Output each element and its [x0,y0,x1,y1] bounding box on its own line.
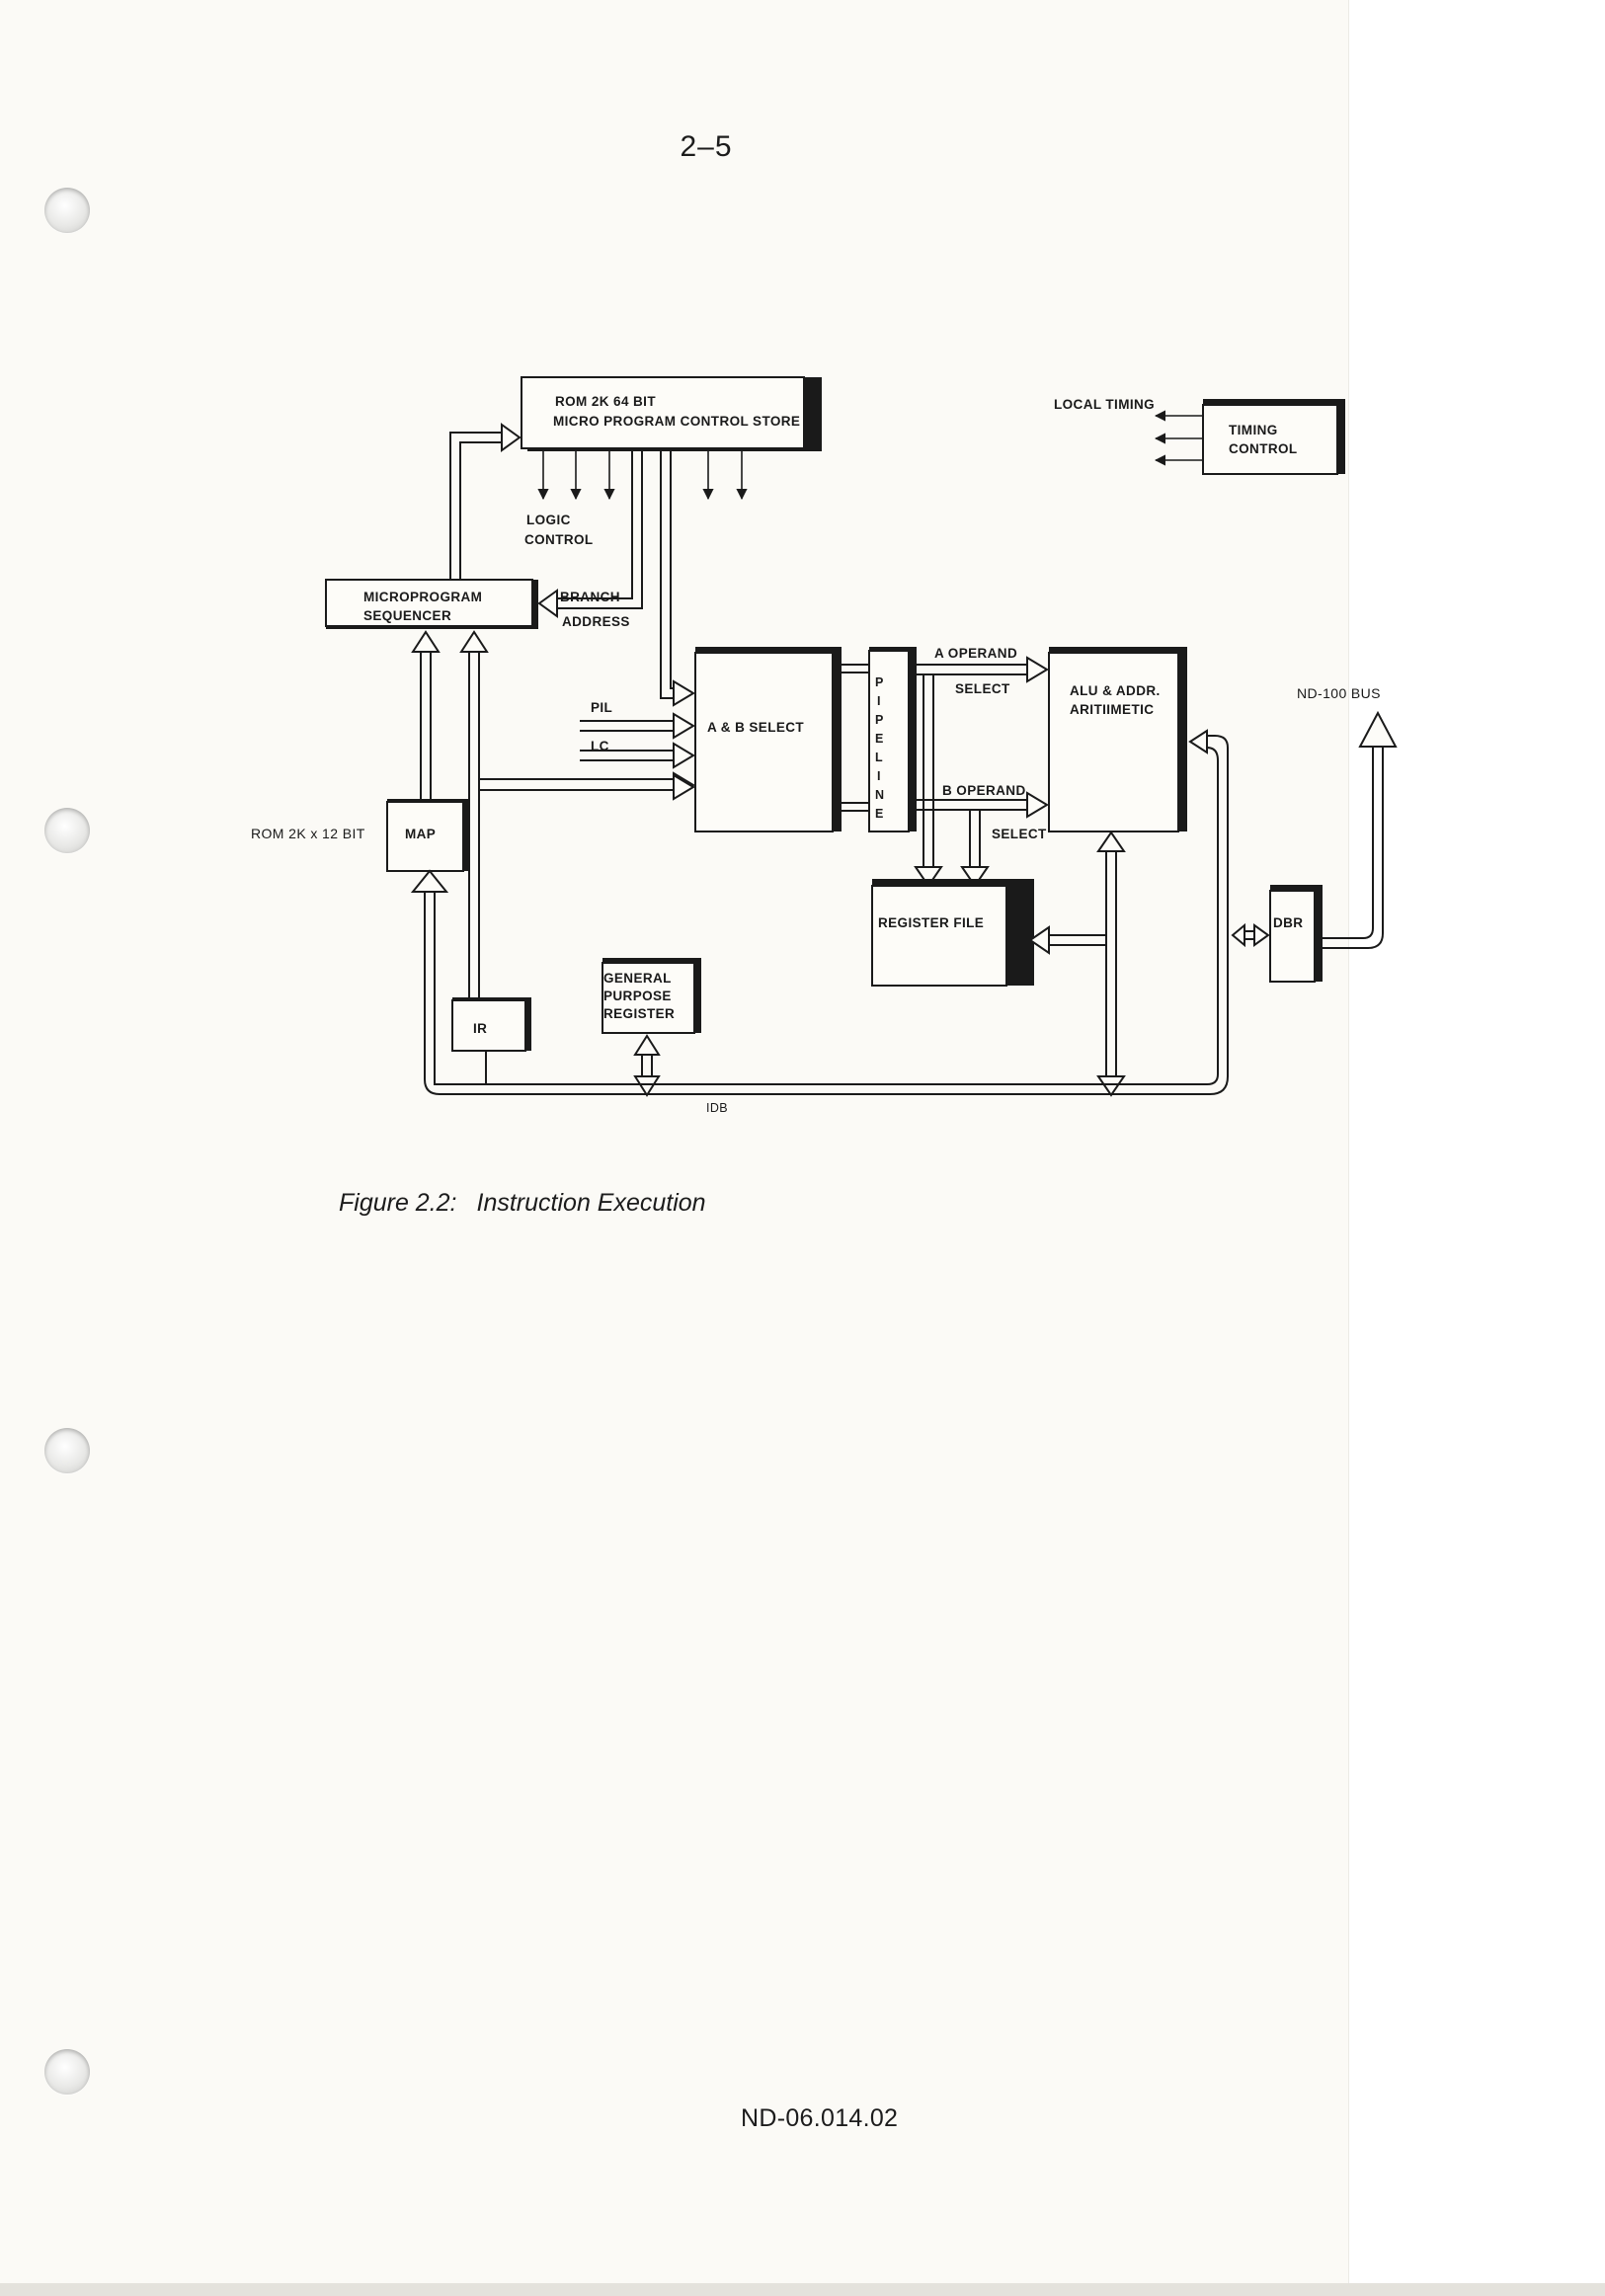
page-bottom-edge [0,2283,1605,2296]
pipeline-letter: E [875,807,884,821]
punch-hole [44,2049,90,2095]
sequencer-label-2: SEQUENCER [363,608,451,623]
ir-feedback-path [459,630,695,997]
rom-control-store-label-2: MICRO PROGRAM CONTROL STORE [553,414,800,429]
sequencer-to-rom-path [449,423,522,580]
dbr-link [1231,922,1270,948]
b-operand-label: B OPERAND [942,783,1026,798]
local-timing-arrows [1154,410,1203,466]
logic-control-arrows [537,449,748,501]
pil-label: PIL [591,700,612,715]
logic-control-label-1: LOGIC [526,513,571,527]
timing-control-block: TIMING CONTROL [1202,399,1345,475]
map-to-sequencer-path [411,630,441,802]
idb-label: IDB [706,1101,728,1115]
rom-control-store-label-1: ROM 2K 64 BIT [555,394,656,409]
pipeline-letter: P [875,675,884,689]
pipeline-letter: N [875,788,884,802]
punch-hole [44,808,90,853]
ab-to-pipeline-buses [842,664,869,812]
dbr-label: DBR [1273,915,1303,930]
page-right-margin [1348,0,1605,2296]
map-block: MAP [386,799,470,872]
figure-number: Figure 2.2: [339,1189,457,1217]
sequencer-label-1: MICROPROGRAM [363,590,482,604]
ab-select-block: A & B SELECT [694,647,842,832]
pipeline-letter: P [875,713,884,727]
punch-hole [44,188,90,233]
b-select-label: SELECT [992,827,1047,841]
page-number: 2–5 [680,130,733,163]
operands-to-register-file [914,674,990,888]
nd100-bus-label: ND-100 BUS [1297,685,1381,701]
document-id: ND-06.014.02 [741,2104,899,2132]
address-label: ADDRESS [562,614,630,629]
gpr-idb-link [633,1034,661,1097]
alu-idb-bus [1028,831,1126,1097]
general-purpose-register-block: GENERAL PURPOSE REGISTER [602,958,701,1034]
logic-control-label-2: CONTROL [524,532,594,547]
timing-control-label-1: TIMING [1229,423,1278,437]
local-timing-label: LOCAL TIMING [1054,397,1155,412]
branch-address-path [537,449,643,618]
microprogram-sequencer-block: MICROPROGRAM SEQUENCER [325,579,538,629]
lc-label: LC [591,739,609,753]
gpr-label-1: GENERAL [603,971,672,986]
branch-label: BRANCH [560,590,620,604]
idb-bus [410,729,1229,1095]
pipeline-letter: I [877,694,881,708]
ir-label: IR [473,1021,487,1036]
nd100-bus-path [1315,710,1398,949]
register-file-block: REGISTER FILE [871,879,1034,987]
punch-hole [44,1428,90,1473]
pipeline-letter: E [875,732,884,746]
rom-control-store-block: ROM 2K 64 BIT MICRO PROGRAM CONTROL STOR… [521,376,822,451]
pipeline-block: P I P E L I N E [868,647,917,832]
timing-control-label-2: CONTROL [1229,441,1298,456]
rom-to-ab-select-path [660,449,674,699]
pipeline-letters: P I P E L I N E [875,675,884,821]
gpr-label-2: PURPOSE [603,989,672,1003]
rom-map-size-label: ROM 2K x 12 BIT [251,826,365,841]
pipeline-letter: L [875,751,883,764]
dbr-block: DBR [1269,885,1323,983]
b-operand-bus [917,791,1049,819]
alu-label-2: ARITIIMETIC [1070,702,1154,717]
figure-title: Instruction Execution [476,1189,706,1217]
pipeline-letter: I [877,769,881,783]
a-operand-label: A OPERAND [934,646,1017,661]
ab-select-label: A & B SELECT [707,720,804,735]
ir-block: IR [451,997,531,1052]
gpr-label-3: REGISTER [603,1006,675,1021]
register-file-label: REGISTER FILE [878,915,984,930]
a-operand-bus [917,656,1049,683]
a-select-label: SELECT [955,681,1010,696]
map-label: MAP [405,827,436,841]
alu-block: ALU & ADDR. ARITIIMETIC [1048,647,1187,832]
figure-caption: Figure 2.2: Instruction Execution [339,1189,706,1218]
alu-label-1: ALU & ADDR. [1070,683,1161,698]
